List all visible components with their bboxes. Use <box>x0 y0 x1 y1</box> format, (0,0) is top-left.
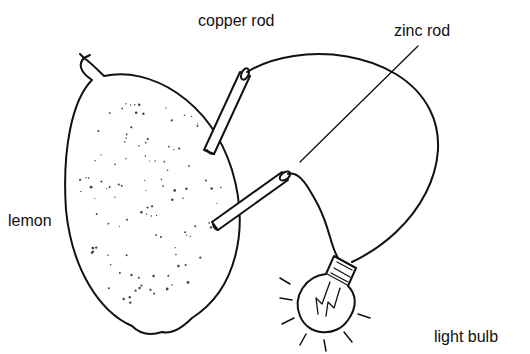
copper-wire <box>247 54 438 262</box>
light-bulb <box>280 256 370 351</box>
lemon-outline <box>65 58 240 334</box>
part-label: copper rod <box>196 12 277 30</box>
part-label: light bulb <box>432 328 500 346</box>
part-label: zinc rod <box>392 22 452 40</box>
zinc-rod <box>212 170 292 230</box>
part-label: lemon <box>6 212 54 230</box>
leader-line <box>300 46 418 162</box>
zinc-wire <box>288 173 338 258</box>
copper-rod <box>204 67 251 154</box>
